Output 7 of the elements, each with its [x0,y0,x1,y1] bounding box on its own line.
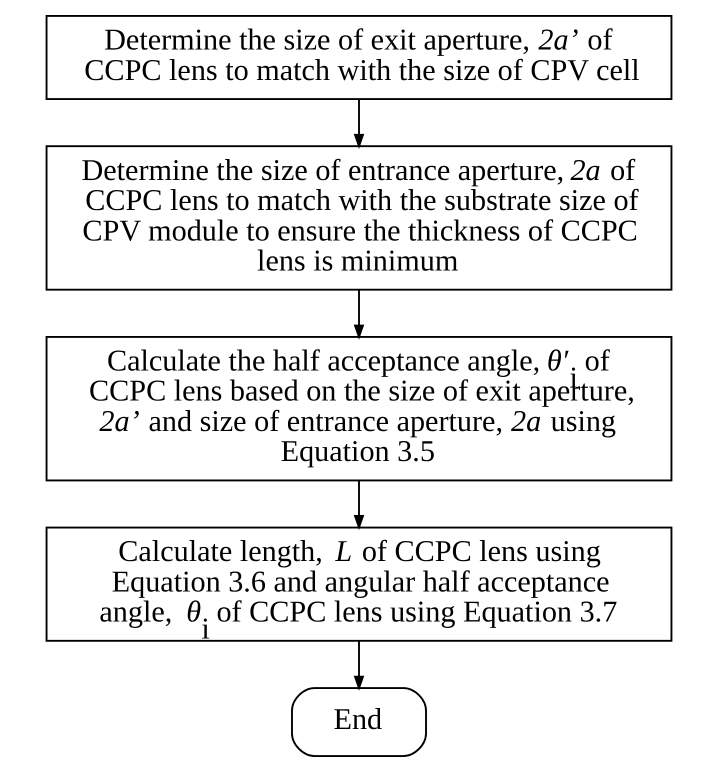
node-box: Determine the size of exit aperture, 2a’ of CCPC lens to match with the size of CPV cell [46,15,672,100]
node-box: End [291,687,427,757]
arrow [354,480,364,530]
arrow [354,100,364,149]
node-box: Determine the size of entrance aperture, 2a of CCPC lens to match with the substrate size of CPV module to ensure the thickness of CCPC lens is minimum [46,145,672,291]
arrow [354,641,364,691]
arrow [354,290,364,340]
